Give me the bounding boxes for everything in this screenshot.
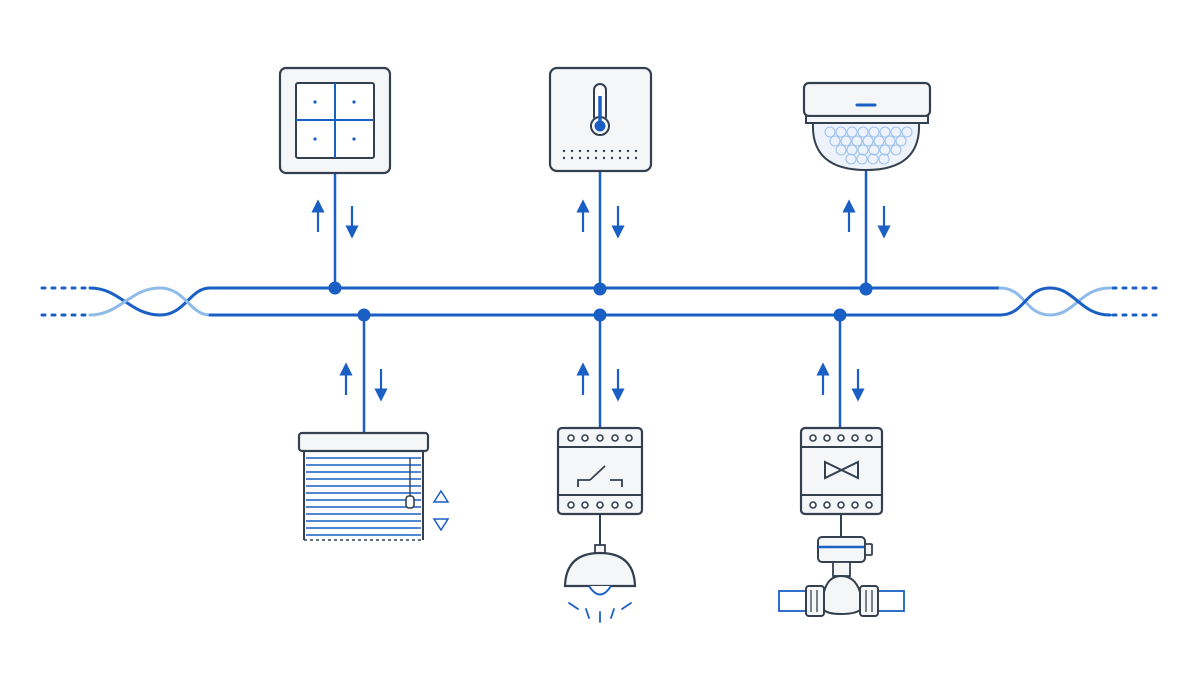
push-button-icon xyxy=(278,66,392,175)
bus-junction xyxy=(593,282,607,296)
bus-junction xyxy=(328,281,342,295)
device-valve-actuator[interactable] xyxy=(778,308,905,617)
bus-twist-left xyxy=(88,286,212,317)
ceiling-lamp-icon xyxy=(563,544,637,623)
device-switch-actuator[interactable] xyxy=(556,308,644,623)
bus-junction xyxy=(859,282,873,296)
device-blind-actuator[interactable] xyxy=(297,308,450,541)
bus-junction xyxy=(833,308,847,322)
bus-junction xyxy=(593,308,607,322)
bus-junction xyxy=(357,308,371,322)
bus-end-left xyxy=(40,286,92,317)
signal-arrows xyxy=(842,199,891,239)
motion-sensor-icon xyxy=(802,81,932,172)
valve-actuator-icon xyxy=(799,426,884,516)
motorized-valve-icon xyxy=(778,536,905,617)
signal-arrows xyxy=(576,362,625,402)
blind-up-icon xyxy=(432,489,450,503)
switch-actuator-icon xyxy=(556,426,644,516)
bus-twist-right xyxy=(998,286,1112,317)
blind-down-icon xyxy=(432,518,450,532)
device-temperature-sensor[interactable] xyxy=(548,66,653,296)
roller-blind-icon xyxy=(297,431,430,541)
signal-arrows xyxy=(816,362,865,402)
device-presence-detector[interactable] xyxy=(802,81,932,296)
bus-end-right xyxy=(1111,286,1162,317)
signal-arrows xyxy=(576,199,625,239)
device-push-button[interactable] xyxy=(278,66,392,295)
thermometer-icon xyxy=(548,66,653,173)
signal-arrows xyxy=(311,199,359,239)
signal-arrows xyxy=(339,362,388,402)
